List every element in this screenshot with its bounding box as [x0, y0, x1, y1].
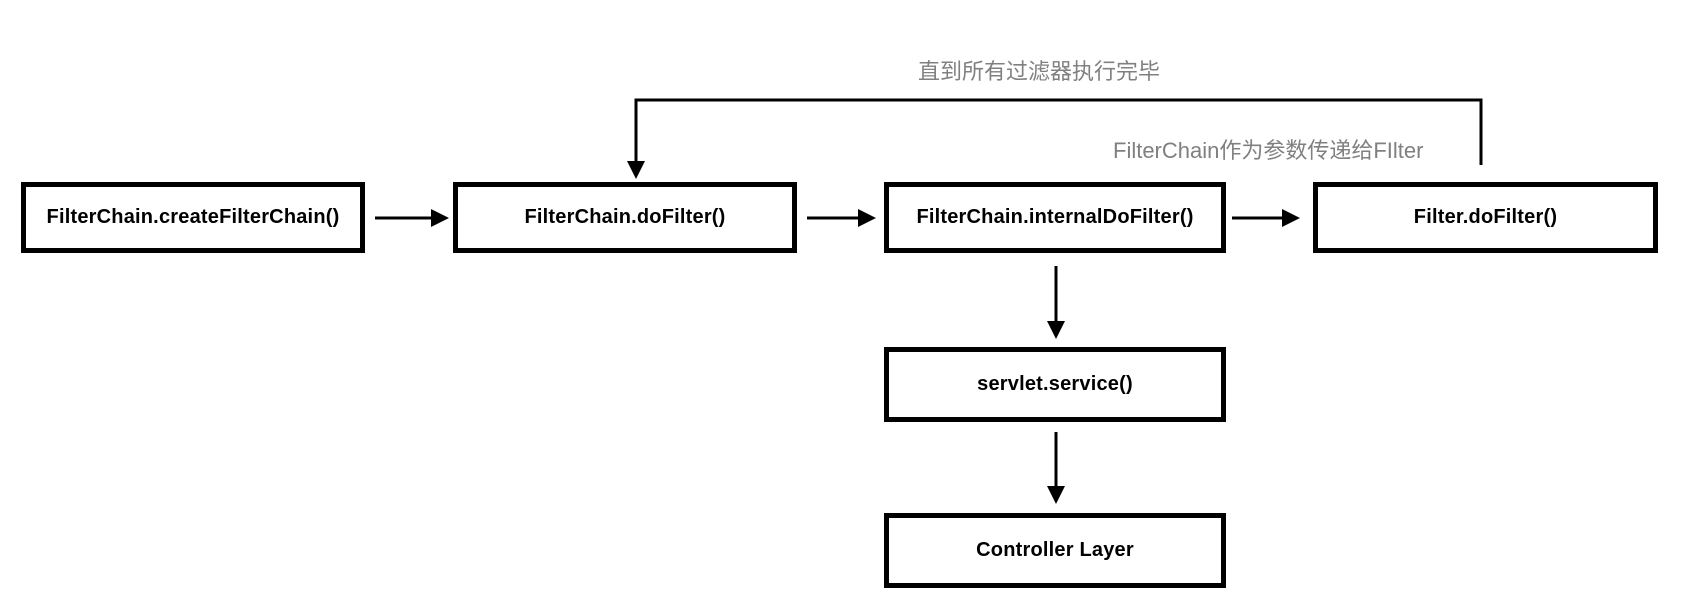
arrowhead-right-icon [1282, 209, 1300, 227]
node-label: FilterChain.internalDoFilter() [916, 206, 1194, 228]
arrowhead-right-icon [858, 209, 876, 227]
node-label: Controller Layer [976, 539, 1134, 561]
arrowhead-down-icon [1047, 486, 1065, 504]
edge-servlet-to-controller [1047, 432, 1065, 504]
edge-loop-filterdofilter-to-dofilter [627, 98, 1483, 179]
node-filterchain-internaldofilter: FilterChain.internalDoFilter() [884, 182, 1226, 253]
node-controller-layer: Controller Layer [884, 513, 1226, 588]
loop-note-label: 直到所有过滤器执行完毕 [918, 59, 1161, 84]
node-label: FilterChain.doFilter() [524, 206, 726, 228]
edge-create-to-dofilter [375, 209, 449, 227]
node-filterchain-createfilterchain: FilterChain.createFilterChain() [21, 182, 365, 253]
edge-line [634, 98, 1483, 165]
arrowhead-down-icon [627, 161, 645, 179]
node-servlet-service: servlet.service() [884, 347, 1226, 422]
param-note-label: FilterChain作为参数传递给FIlter [1113, 138, 1424, 163]
edge-internal-to-servlet [1047, 266, 1065, 339]
node-label: servlet.service() [977, 373, 1133, 395]
arrowhead-down-icon [1047, 321, 1065, 339]
node-label: Filter.doFilter() [1413, 206, 1558, 228]
arrowhead-right-icon [431, 209, 449, 227]
node-label: FilterChain.createFilterChain() [46, 206, 340, 228]
edge-dofilter-to-internal [807, 209, 876, 227]
node-filter-dofilter: Filter.doFilter() [1313, 182, 1658, 253]
edge-internal-to-filterdofilter [1232, 209, 1300, 227]
node-filterchain-dofilter: FilterChain.doFilter() [453, 182, 797, 253]
